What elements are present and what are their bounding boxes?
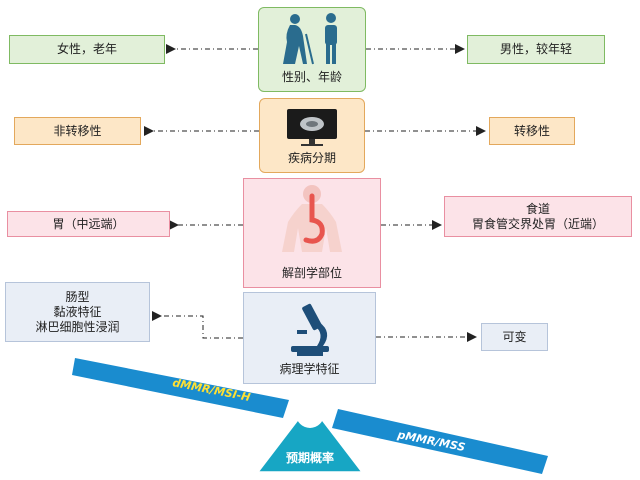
center-box-anatomic-site: 解剖学部位 — [243, 178, 381, 288]
left-label-row4-line2: 黏液特征 — [53, 304, 102, 319]
center-label-row2: 疾病分期 — [287, 151, 336, 165]
elderly-person-icon — [283, 13, 337, 65]
center-label-row4: 病理学特征 — [279, 362, 340, 376]
center-label-row3: 解剖学部位 — [281, 266, 342, 280]
right-box-row4: 可变 — [481, 323, 548, 351]
right-box-row3: 食道 胃食管交界处胃（近端） — [444, 196, 632, 237]
left-label-row3: 胃（中远端） — [52, 216, 125, 231]
left-label-row2: 非转移性 — [53, 123, 102, 138]
center-box-disease-stage: 疾病分期 — [259, 98, 365, 173]
monitor-scan-icon — [287, 109, 337, 146]
left-box-row3: 胃（中远端） — [7, 211, 170, 237]
connector-left-row4 — [152, 311, 243, 339]
right-beam — [332, 409, 548, 474]
right-box-row1: 男性，较年轻 — [467, 35, 605, 64]
fulcrum-triangle — [256, 402, 364, 473]
microscope-icon — [290, 303, 329, 356]
left-box-row2: 非转移性 — [14, 117, 141, 145]
center-label-row1: 性别、年龄 — [281, 70, 342, 84]
left-box-row1: 女性，老年 — [9, 35, 165, 64]
fulcrum-pivot — [296, 400, 324, 428]
left-label-row4-line1: 肠型 — [65, 289, 90, 304]
left-box-row4: 肠型 黏液特征 淋巴细胞性浸润 — [5, 282, 150, 342]
center-box-gender-age: 性别、年龄 — [258, 7, 366, 92]
fulcrum-label: 预期概率 — [286, 450, 334, 465]
right-box-row2: 转移性 — [489, 117, 575, 145]
left-label-row1: 女性，老年 — [56, 42, 117, 56]
right-label-row4: 可变 — [502, 329, 527, 344]
right-label-row2: 转移性 — [513, 123, 550, 138]
right-label-row3-line1: 食道 — [525, 201, 550, 216]
digestive-tract-icon — [282, 185, 342, 252]
left-beam — [72, 358, 289, 418]
right-label-row1: 男性，较年轻 — [499, 42, 572, 56]
balance-scale: dMMR/MSI-H pMMR/MSS 预期概率 — [72, 358, 548, 474]
center-box-pathology: 病理学特征 — [243, 292, 376, 384]
right-label-row3-line2: 胃食管交界处胃（近端） — [471, 216, 604, 231]
left-label-row4-line3: 淋巴细胞性浸润 — [35, 319, 120, 334]
